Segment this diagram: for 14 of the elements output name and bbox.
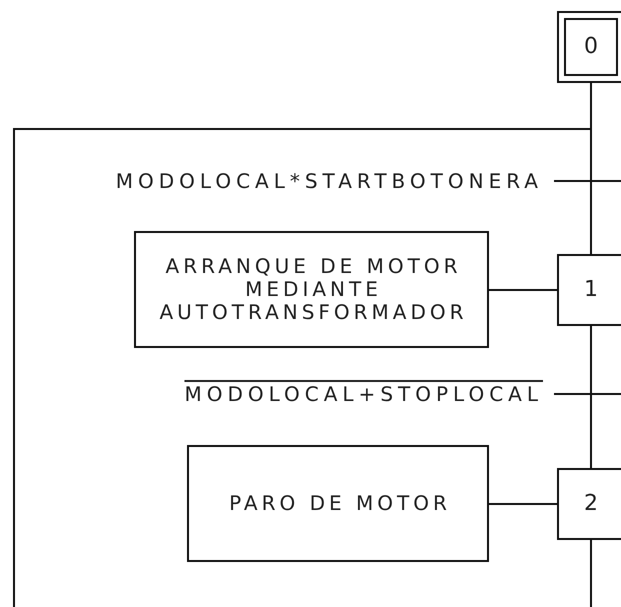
action-text: PARO DE MOTOR [228,492,451,515]
connector-line [13,128,592,607]
action-text: ARRANQUE DE MOTOR MEDIANTE AUTOTRANSFORMADOR [158,255,468,324]
step-box [557,254,621,326]
connector-line [590,326,592,468]
step-number: 1 [584,277,598,303]
connector-line [489,503,557,505]
step-number: 2 [584,491,598,517]
step-box [557,11,621,83]
connector-line [489,289,557,291]
step-number: 0 [584,34,598,60]
step-box [557,468,621,540]
action-box [187,445,489,562]
action-box [134,231,489,348]
